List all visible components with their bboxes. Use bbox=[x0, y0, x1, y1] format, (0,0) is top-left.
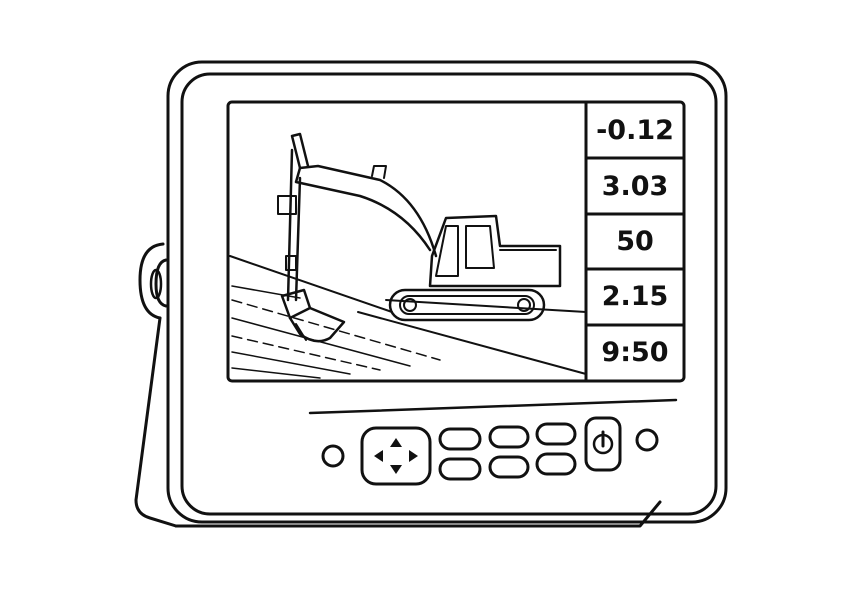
soft-key-5[interactable] bbox=[488, 455, 530, 479]
readout-grid bbox=[584, 100, 686, 383]
readout-value-5: 9:50 bbox=[601, 336, 669, 368]
mount-bracket bbox=[134, 242, 662, 528]
soft-key-6[interactable] bbox=[535, 452, 577, 476]
soft-key-4[interactable] bbox=[438, 457, 482, 481]
dpad-button[interactable] bbox=[360, 426, 432, 486]
readout-value-1: -0.12 bbox=[596, 115, 674, 147]
readout-value-3: 50 bbox=[616, 226, 654, 258]
dpad-arrows-icon bbox=[374, 438, 418, 474]
monitor-housing bbox=[166, 60, 728, 524]
power-icon bbox=[592, 430, 614, 455]
indicator-right bbox=[635, 428, 659, 452]
screen bbox=[226, 100, 686, 383]
readout-panel: -0.12 3.03 50 2.15 9:50 bbox=[586, 103, 684, 380]
indicator-left bbox=[321, 444, 345, 468]
readout-value-2: 3.03 bbox=[601, 170, 669, 202]
soft-key-2[interactable] bbox=[488, 425, 530, 449]
readout-value-4: 2.15 bbox=[601, 281, 669, 313]
soft-key-1[interactable] bbox=[438, 427, 482, 451]
soft-key-3[interactable] bbox=[535, 422, 577, 446]
bezel-divider bbox=[308, 398, 678, 415]
excavator-illustration bbox=[229, 132, 587, 379]
power-button[interactable] bbox=[584, 416, 622, 472]
